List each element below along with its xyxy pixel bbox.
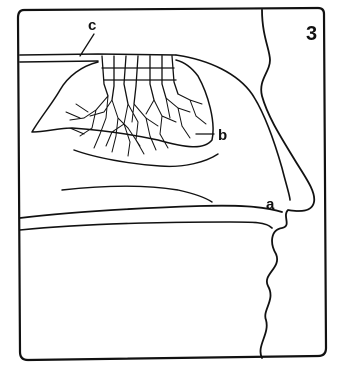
face-profile bbox=[260, 10, 314, 358]
cribriform-plate-lower bbox=[20, 61, 98, 62]
superior-concha bbox=[32, 60, 213, 147]
hard-palate bbox=[20, 206, 282, 218]
nasal-roof bbox=[176, 55, 290, 200]
label-c-leader bbox=[80, 34, 94, 56]
olfactory-bulb-fibers bbox=[102, 56, 178, 104]
middle-concha bbox=[74, 150, 218, 166]
label-c: c bbox=[88, 17, 96, 34]
inferior-concha bbox=[62, 186, 212, 202]
label-b: b bbox=[218, 127, 227, 144]
label-a: a bbox=[266, 196, 275, 213]
hard-palate-lower bbox=[20, 222, 272, 230]
figure-number: 3 bbox=[306, 23, 317, 45]
cribriform-plate bbox=[20, 54, 176, 55]
